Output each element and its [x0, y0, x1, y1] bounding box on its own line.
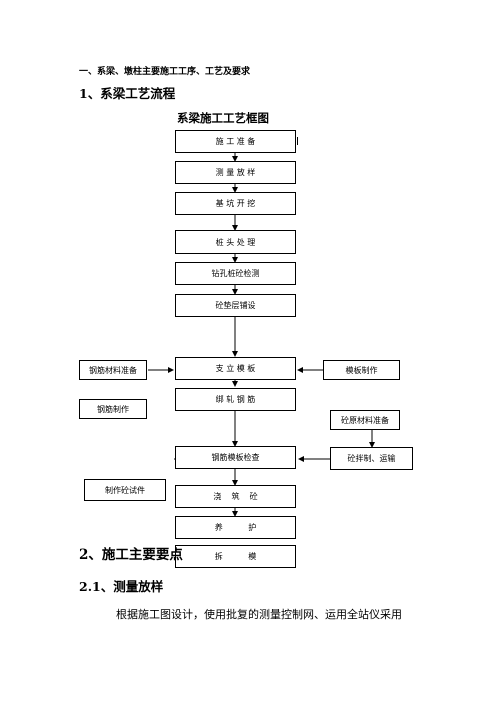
right-concrete-material: 砼原材料准备	[330, 410, 400, 430]
step-curing: 养 护	[175, 516, 296, 539]
right-formwork-making: 模板制作	[323, 360, 400, 380]
step-cushion: 砼垫层铺设	[175, 294, 296, 317]
sub-heading-survey: 2.1、测量放样	[79, 579, 164, 594]
title-mark	[297, 137, 300, 145]
flowchart-title: 系梁施工工艺框图	[177, 111, 269, 125]
left-rebar-making: 钢筋制作	[79, 399, 147, 419]
section-heading: 一、系梁、墩柱主要施工工序、工艺及要求	[79, 67, 251, 77]
step-preparation: 施 工 准 备	[175, 130, 296, 153]
sub-heading-key-points: 2、施工主要要点	[79, 547, 183, 563]
step-pile-head: 桩 头 处 理	[175, 230, 296, 254]
step-survey-layout: 测 量 放 样	[175, 161, 296, 184]
step-excavation: 基 坑 开 挖	[175, 192, 296, 215]
sub-heading-process: 1、系梁工艺流程	[79, 86, 176, 101]
step-pouring: 浇 筑 砼	[175, 485, 296, 508]
step-inspection: 钢筋模板检查	[175, 446, 296, 469]
left-rebar-material: 钢筋材料准备	[79, 360, 147, 380]
step-pile-test: 钻孔桩砼检测	[175, 262, 296, 285]
right-mixing-transport: 砼拌制、运输	[330, 447, 413, 470]
step-rebar-binding: 绑 轧 钢 筋	[175, 388, 296, 411]
left-specimen: 制作砼试件	[84, 479, 166, 501]
body-paragraph: 根据施工图设计，使用批复的测量控制网、运用全站仪采用	[116, 608, 402, 621]
step-formwork: 支 立 模 板	[175, 357, 296, 380]
step-demolding: 拆 模	[175, 545, 296, 568]
